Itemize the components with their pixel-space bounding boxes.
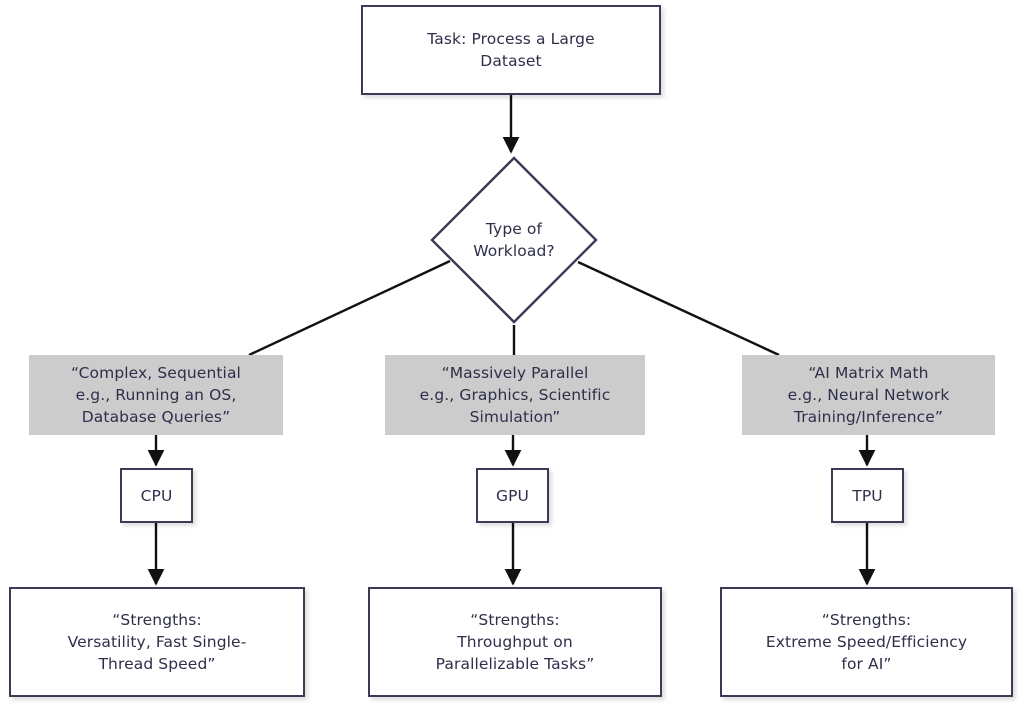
node-gpu-label: GPU	[495, 486, 529, 505]
node-gpu[interactable]: GPU	[476, 468, 549, 523]
edge-decision-to-cpu-label	[248, 259, 451, 357]
branch-label-tpu[interactable]: “AI Matrix Math e.g., Neural Network Tra…	[742, 355, 995, 435]
branch-label-cpu[interactable]: “Complex, Sequential e.g., Running an OS…	[29, 355, 283, 435]
diamond-shape-icon	[430, 156, 598, 324]
edge-decision-to-tpu-label	[577, 260, 780, 357]
branch-label-gpu[interactable]: “Massively Parallel e.g., Graphics, Scie…	[385, 355, 645, 435]
node-task[interactable]: Task: Process a Large Dataset	[361, 5, 661, 95]
node-tpu-label: TPU	[852, 486, 883, 505]
branch-label-tpu-text: “AI Matrix Math e.g., Neural Network Tra…	[787, 364, 950, 426]
node-task-label: Task: Process a Large Dataset	[427, 30, 595, 70]
branch-label-cpu-text: “Complex, Sequential e.g., Running an OS…	[71, 364, 241, 426]
node-gpu-strengths-label: “Strengths: Throughput on Parallelizable…	[435, 611, 595, 673]
node-tpu-strengths-label: “Strengths: Extreme Speed/Efficiency for…	[765, 611, 968, 673]
node-cpu-strengths-label: “Strengths: Versatility, Fast Single- Th…	[67, 611, 247, 673]
node-tpu-strengths[interactable]: “Strengths: Extreme Speed/Efficiency for…	[720, 587, 1013, 697]
node-cpu-label: CPU	[140, 486, 173, 505]
branch-label-gpu-text: “Massively Parallel e.g., Graphics, Scie…	[419, 364, 611, 426]
node-decision-workload-type[interactable]: Type of Workload?	[429, 155, 599, 325]
node-cpu[interactable]: CPU	[120, 468, 193, 523]
node-gpu-strengths[interactable]: “Strengths: Throughput on Parallelizable…	[368, 587, 662, 697]
node-cpu-strengths[interactable]: “Strengths: Versatility, Fast Single- Th…	[9, 587, 305, 697]
node-tpu[interactable]: TPU	[831, 468, 904, 523]
node-decision-label: Type of Workload?	[473, 220, 555, 260]
